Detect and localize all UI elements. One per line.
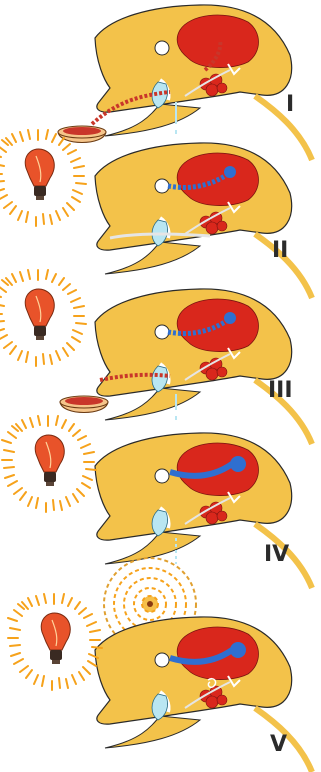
- food-bowl-3: [60, 396, 108, 413]
- panel-2: [95, 143, 312, 298]
- panel-label-2: II: [272, 238, 288, 263]
- panel-label-3: III: [268, 378, 293, 403]
- food-bowl-1: [58, 126, 106, 143]
- panel-label-5: V: [270, 732, 287, 757]
- bulb-4: [2, 416, 96, 512]
- panel-label-4: IV: [264, 542, 289, 567]
- bulb-2: [0, 270, 86, 366]
- panel-3: [60, 289, 312, 444]
- bulb-1: [0, 130, 86, 226]
- bulb-5: [8, 594, 102, 690]
- panel-label-1: I: [286, 92, 294, 117]
